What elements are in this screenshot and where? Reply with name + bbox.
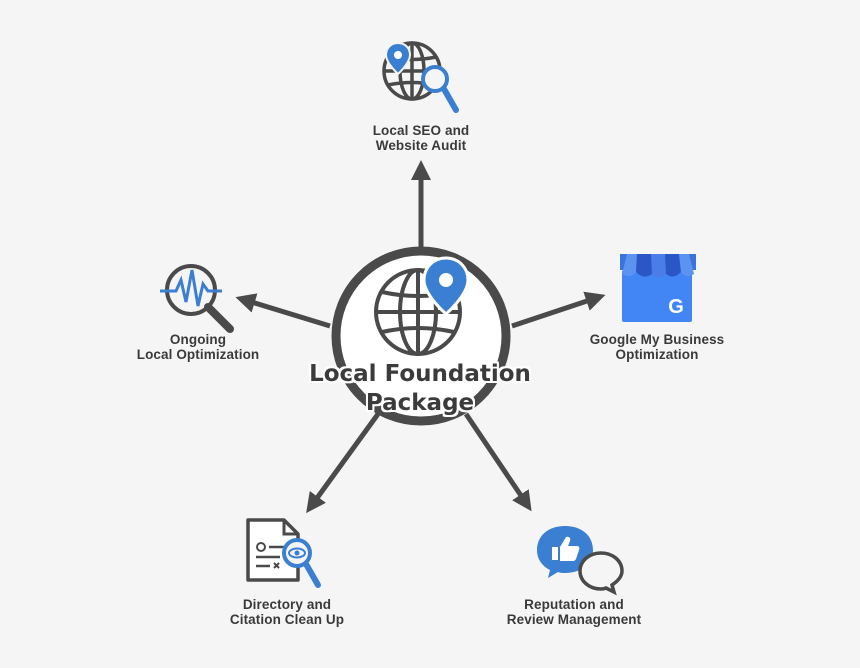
location-pin-icon <box>422 256 470 316</box>
label-ongoing-optimization-line2: Local Optimization <box>136 347 260 362</box>
center-node <box>331 246 511 426</box>
pulse-magnifier-icon <box>160 264 234 333</box>
center-title-line2: Package <box>365 390 475 416</box>
label-directory-citation-line1: Directory and <box>242 597 332 612</box>
arrow-to-ongoing-optimization <box>235 293 331 329</box>
label-reputation-review: Reputation and Review Management <box>494 597 654 627</box>
arrow-to-reputation-review <box>463 412 532 512</box>
label-seo-audit-line1: Local SEO and <box>372 123 470 138</box>
label-seo-audit: Local SEO and Website Audit <box>356 123 486 153</box>
label-reputation-review-line2: Review Management <box>506 612 642 627</box>
label-seo-audit-line2: Website Audit <box>375 138 467 153</box>
document-search-icon <box>246 518 321 588</box>
label-directory-citation: Directory and Citation Clean Up <box>212 597 362 627</box>
thumbs-up-chat-icon <box>537 526 624 596</box>
label-reputation-review-line1: Reputation and <box>524 597 624 612</box>
arrow-to-directory-citation <box>306 412 381 514</box>
label-ongoing-optimization: Ongoing Local Optimization <box>122 332 274 362</box>
label-google-my-business-line1: Google My Business <box>589 332 725 347</box>
center-title: Local Foundation Package <box>300 360 540 418</box>
arrow-to-google-my-business <box>511 291 606 329</box>
label-directory-citation-line2: Citation Clean Up <box>229 612 345 627</box>
label-google-my-business: Google My Business Optimization <box>577 332 737 362</box>
storefront-google-icon: G <box>620 254 696 322</box>
google-letter: G <box>668 296 684 318</box>
center-title-line1: Local Foundation <box>309 361 531 387</box>
label-google-my-business-line2: Optimization <box>615 347 699 362</box>
connector-arrows <box>235 160 606 514</box>
label-ongoing-optimization-line1: Ongoing <box>169 332 227 347</box>
globe-search-icon <box>382 41 459 113</box>
